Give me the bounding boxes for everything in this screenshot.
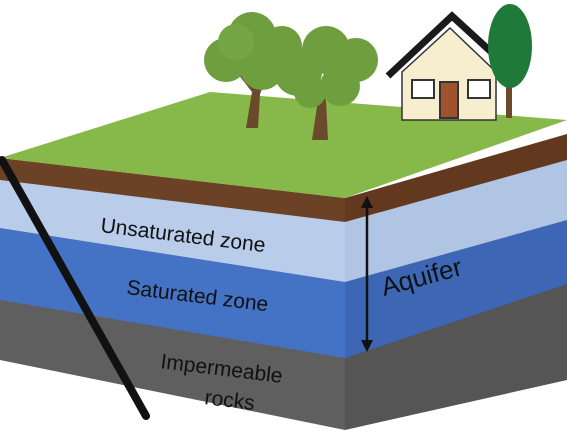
well-pipe [0,156,150,420]
impermeable-rocks-label-line2: rocks [203,386,256,415]
saturated-layer-right [345,220,567,358]
aquifer-arrow [361,196,373,352]
deciduous-tree-icon [204,12,302,128]
pine-tree-icon [488,4,532,118]
deciduous-tree-icon [274,26,378,140]
saturated-layer-front [0,228,345,358]
unsaturated-layer-right [345,158,567,282]
soil-layer-front [0,158,345,222]
house-icon [385,11,503,121]
unsaturated-layer-front [0,178,345,282]
soil-layer-right [345,134,567,222]
